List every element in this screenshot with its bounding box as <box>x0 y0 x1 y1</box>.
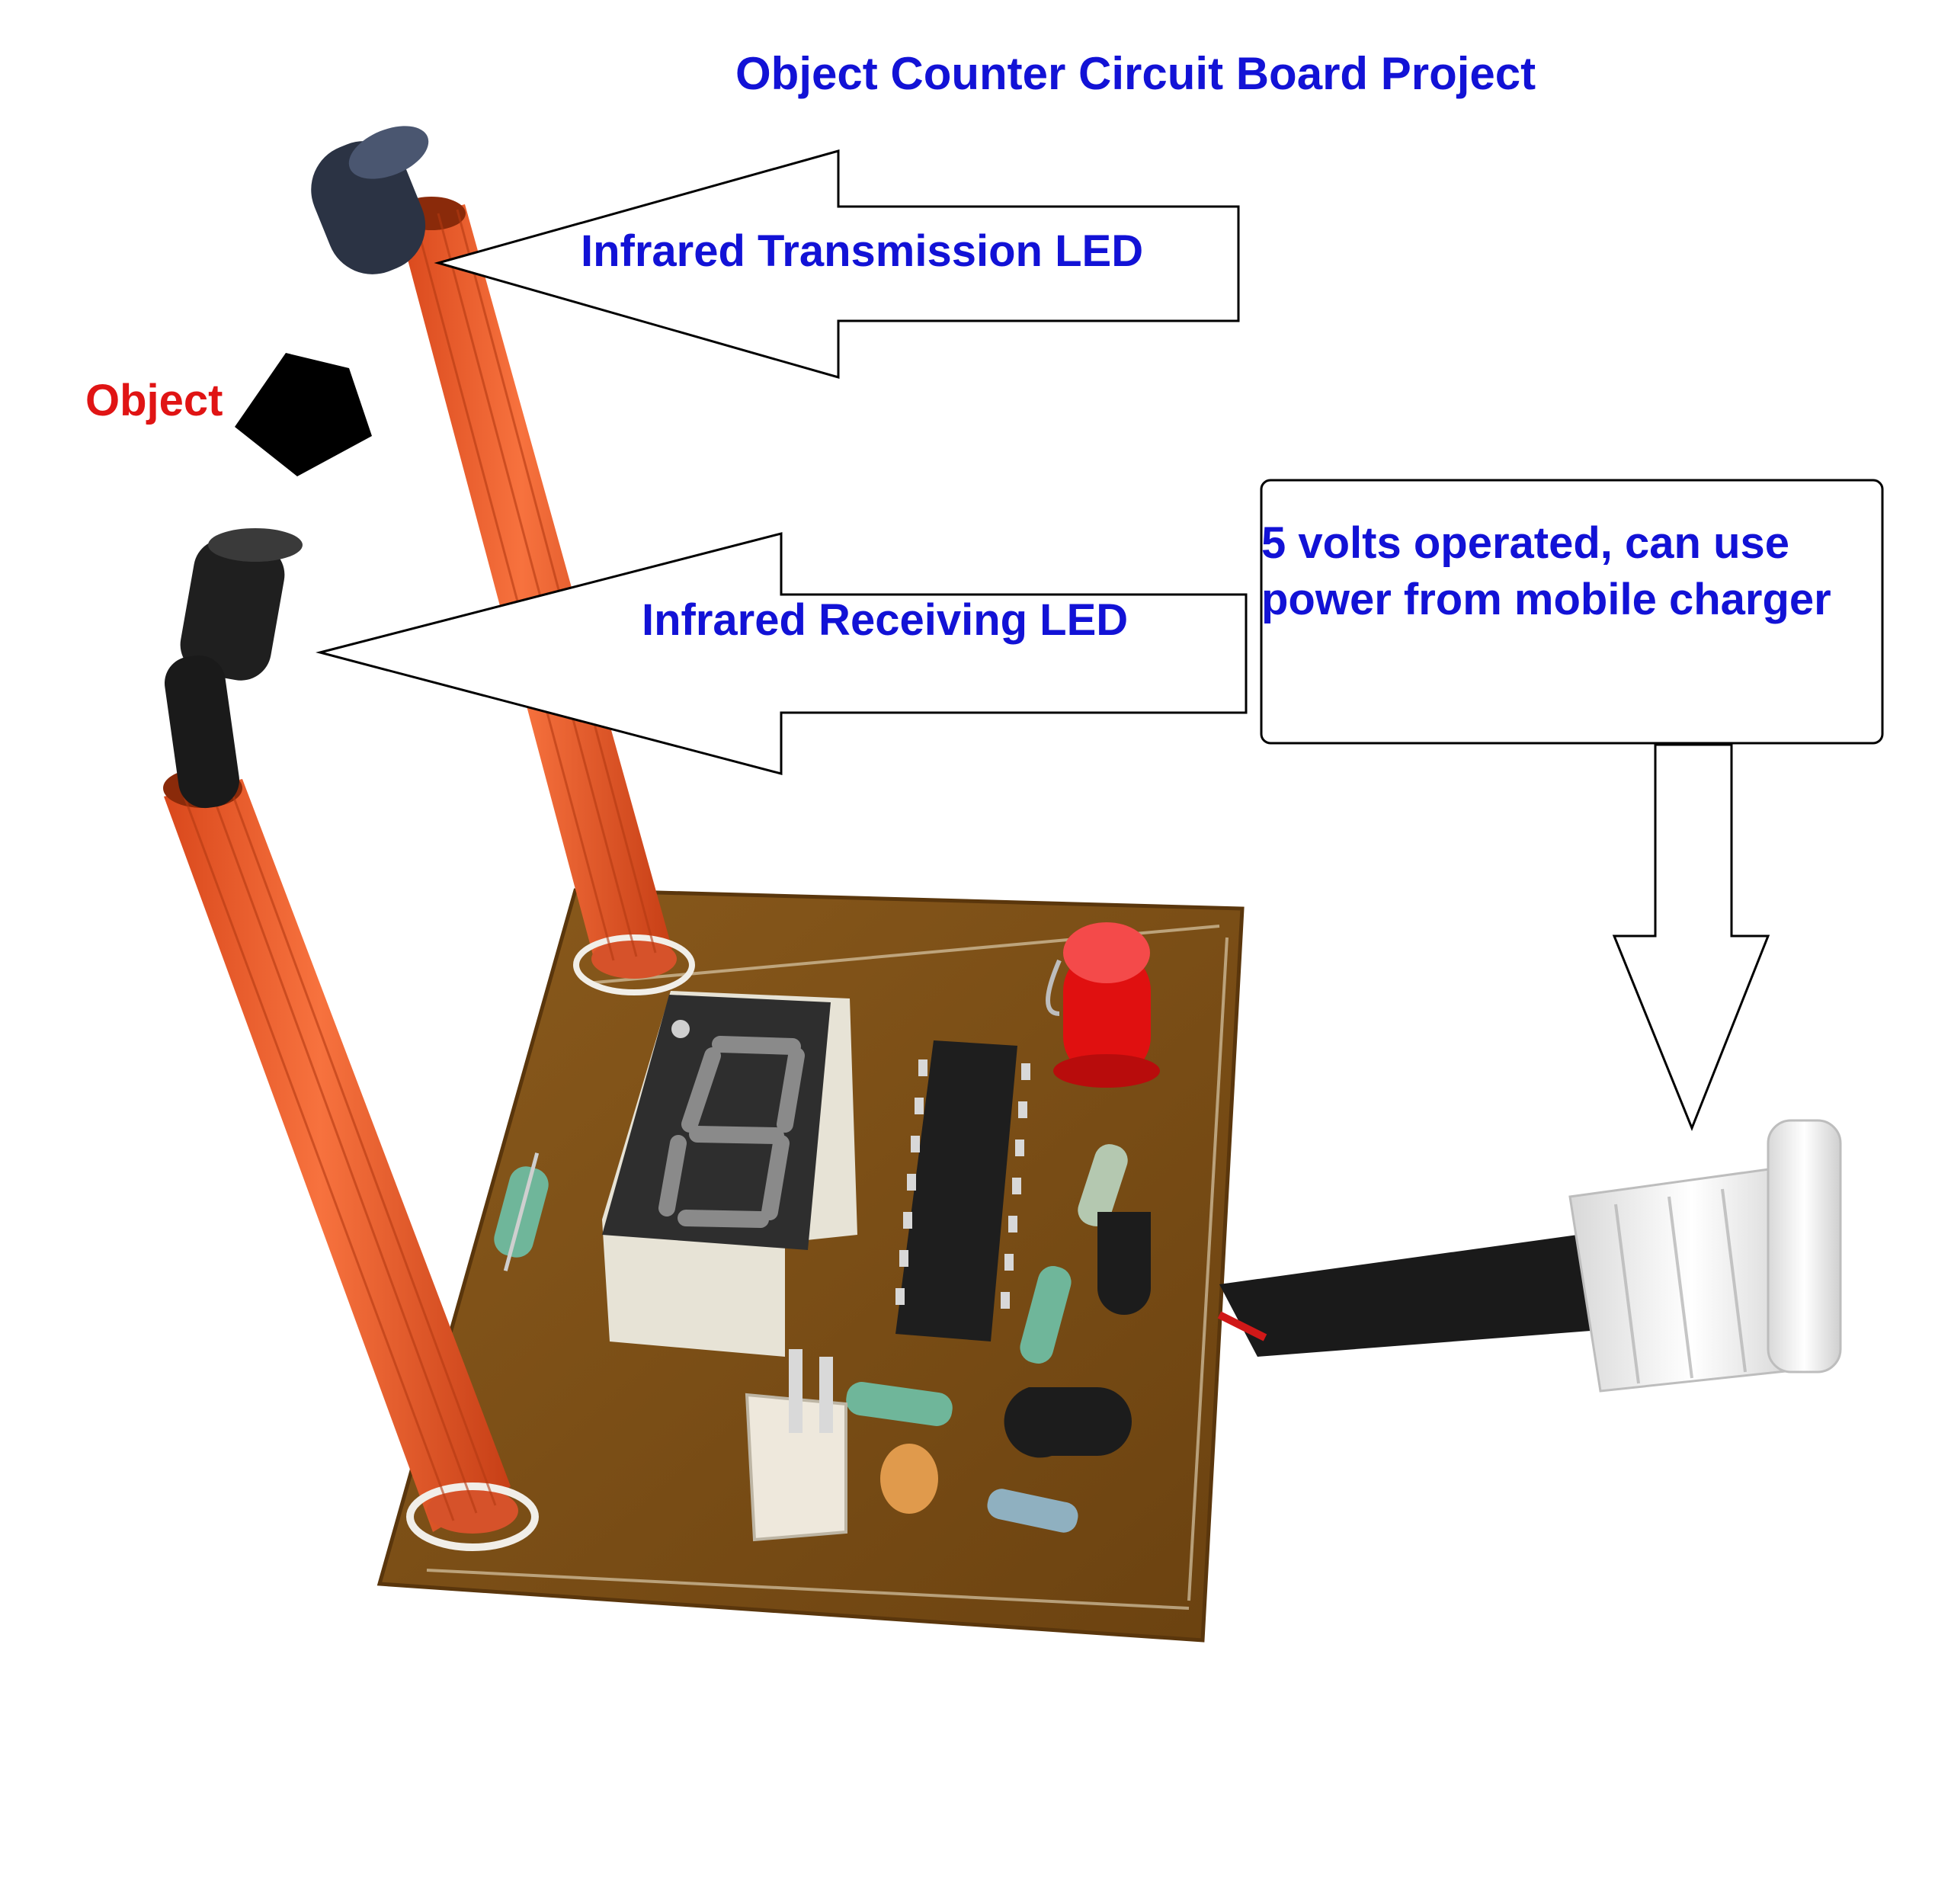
transmitter-arrow <box>434 149 1240 379</box>
page-title: Object Counter Circuit Board Project <box>735 48 1536 99</box>
transmitter-standoff <box>397 197 695 995</box>
power-label-line-1: 5 volts operated, can use <box>1261 518 1790 568</box>
power-callout-box <box>1260 479 1884 745</box>
seven-segment-display <box>602 991 857 1357</box>
power-jack <box>1217 1119 1842 1393</box>
red-led <box>1046 922 1160 1088</box>
wire-connector <box>745 1349 847 1542</box>
ic-chip <box>895 1040 1030 1341</box>
ceramic-capacitor <box>880 1444 938 1514</box>
power-label-line-2: power from mobile charger <box>1261 575 1831 624</box>
transistor <box>1004 1387 1132 1458</box>
transistor <box>1097 1212 1151 1315</box>
transmitter-label: Infrared Transmission LED <box>581 226 1144 276</box>
seven-segment-digit <box>658 1036 805 1228</box>
receiver-label: Infrared Receiving LED <box>642 595 1129 645</box>
ir-transmitter-led <box>311 126 429 274</box>
receiver-standoff <box>163 768 539 1551</box>
resistor <box>1020 1266 1072 1364</box>
resistor <box>1078 1144 1128 1226</box>
ir-receiver-led <box>165 528 303 809</box>
power-arrow <box>1612 743 1770 1132</box>
resistor <box>987 1489 1078 1533</box>
power-label: 5 volts operated, can use power from mob… <box>1261 515 1909 628</box>
resistor <box>494 1152 549 1271</box>
object-pentagon-icon <box>235 353 372 476</box>
object-label: Object <box>85 376 223 425</box>
resistor <box>846 1382 953 1426</box>
receiver-arrow <box>316 532 1248 775</box>
